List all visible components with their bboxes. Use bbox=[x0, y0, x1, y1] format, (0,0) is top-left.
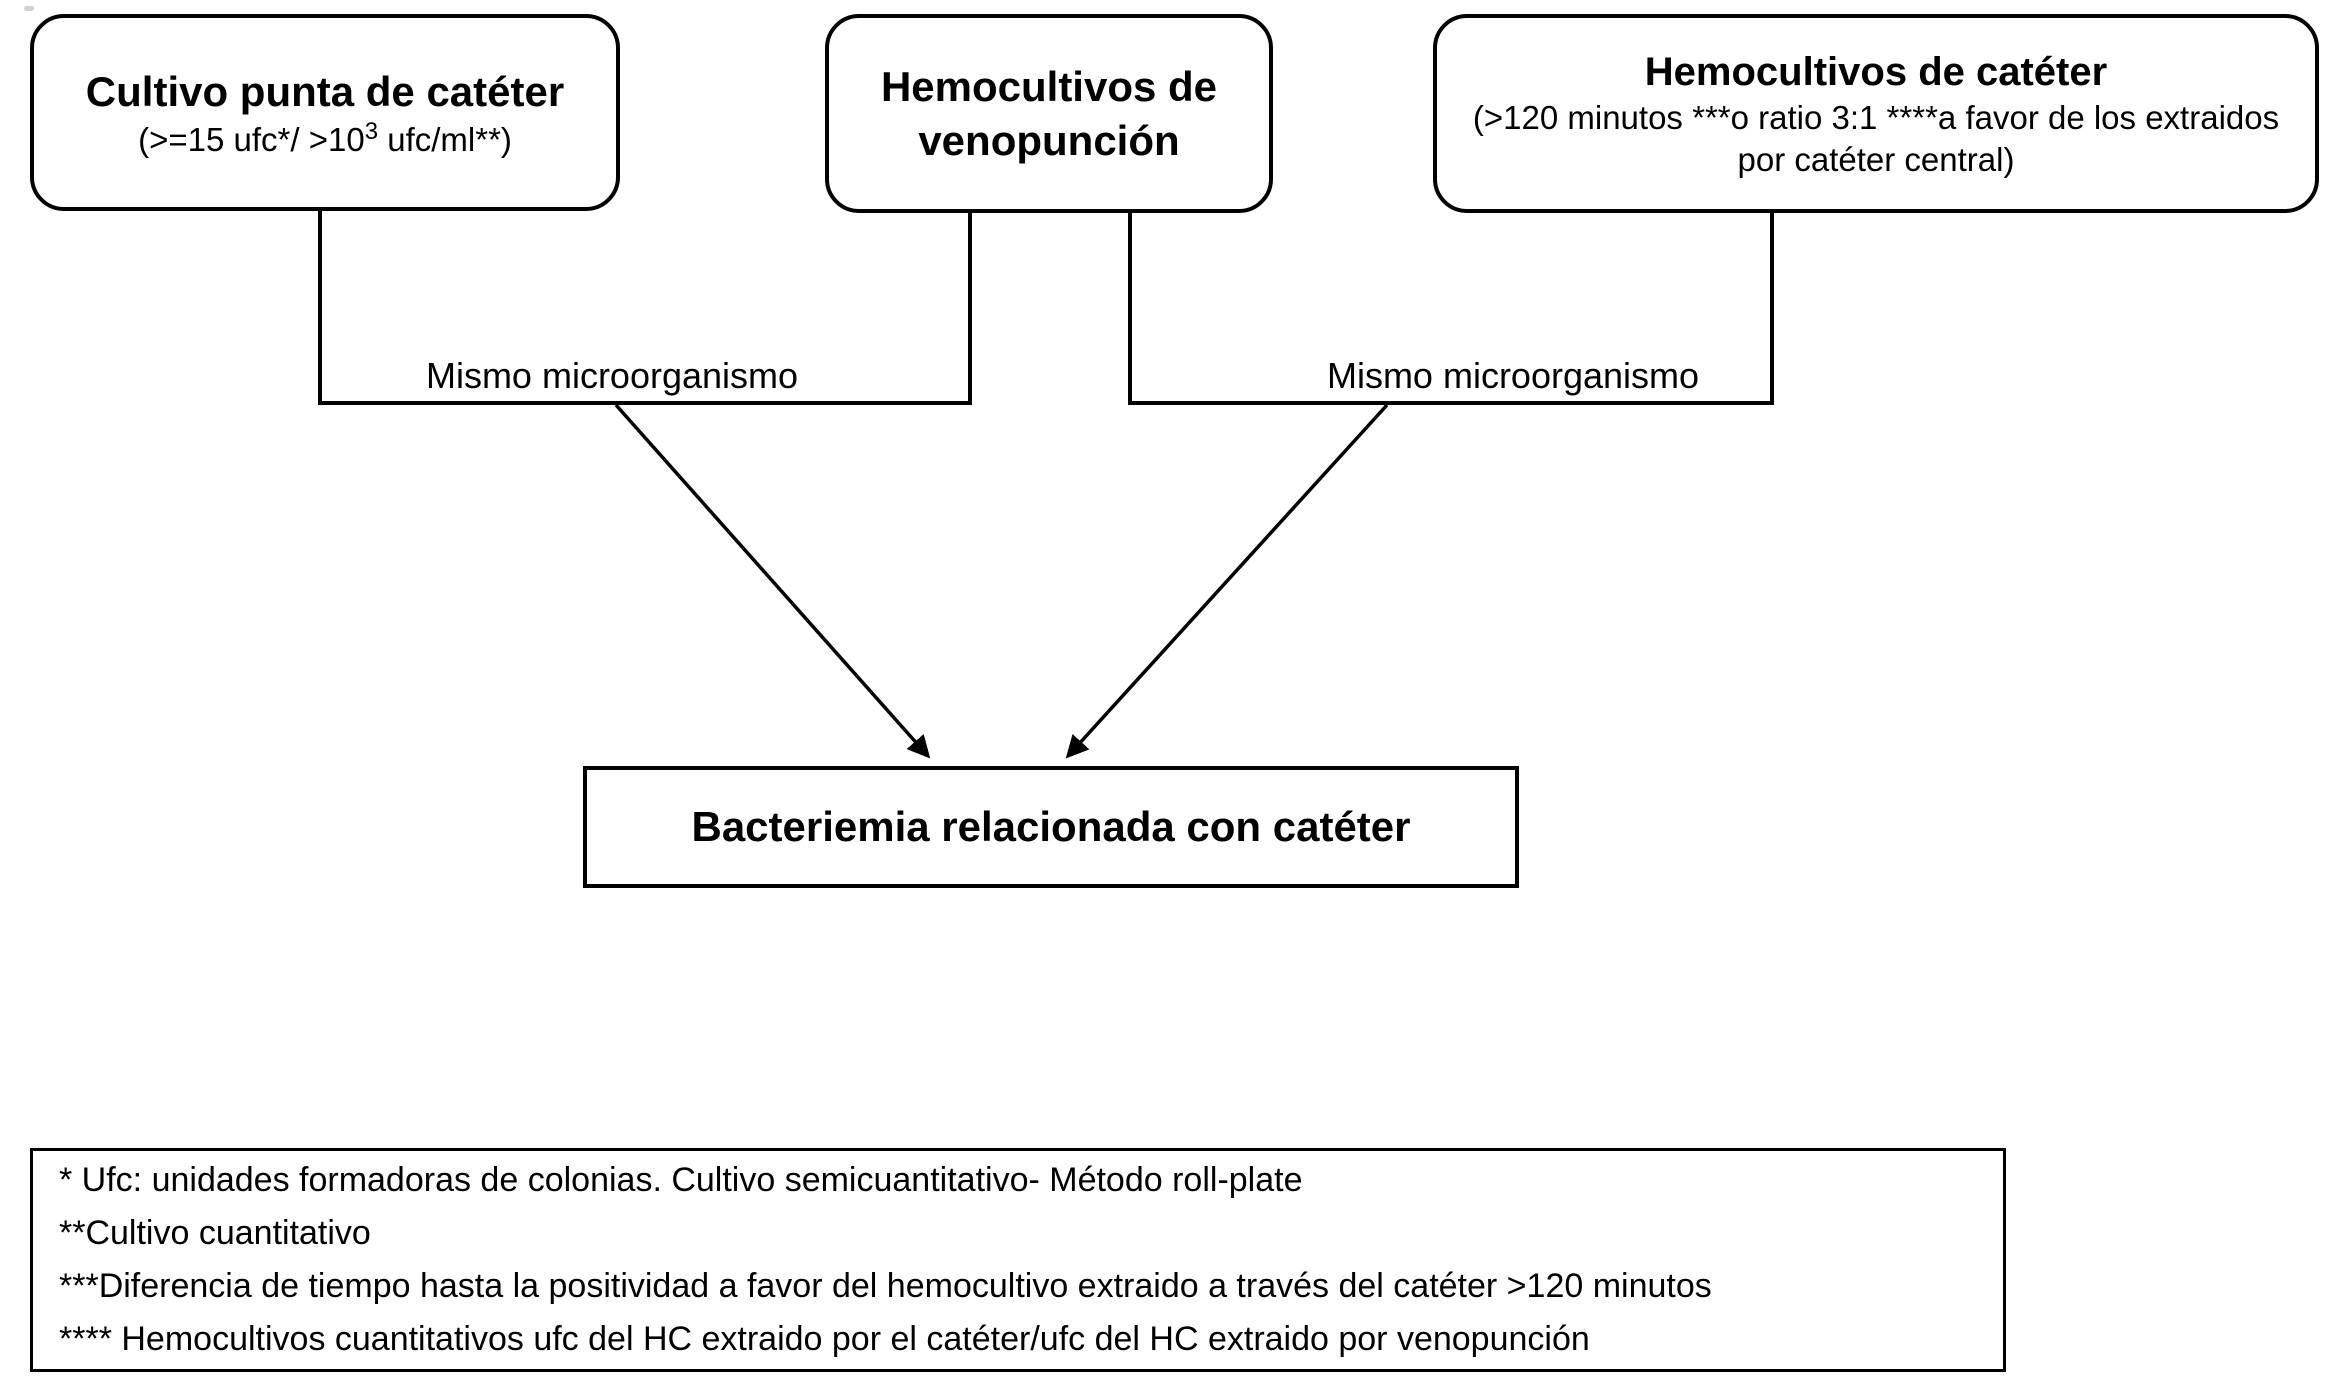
criteria-superscript: 3 bbox=[364, 117, 379, 145]
edge-label-same-microorganism-left: Mismo microorganismo bbox=[425, 355, 799, 396]
footnote-line-2: **Cultivo cuantitativo bbox=[59, 1214, 371, 1252]
arrow-right-to-outcome bbox=[1065, 403, 1389, 759]
footnote-box: * Ufc: unidades formadoras de colonias. … bbox=[30, 1148, 2006, 1372]
node-catheter-tip-culture-title: Cultivo punta de catéter bbox=[85, 67, 565, 115]
node-catheter-tip-culture-criteria: (>=15 ufc*/ >103 ufc/ml**) bbox=[138, 119, 512, 161]
arrow-left-to-outcome bbox=[614, 403, 931, 759]
scan-artifact-dot bbox=[24, 6, 34, 11]
node-venipuncture-blood-cultures-title: Hemocultivos de venopunción bbox=[880, 62, 1218, 164]
node-venipuncture-blood-cultures: Hemocultivos de venopunción bbox=[825, 14, 1273, 213]
criteria-prefix: (>=15 ufc*/ >10 bbox=[138, 120, 365, 158]
footnote-line-3: ***Diferencia de tiempo hasta la positiv… bbox=[59, 1267, 1712, 1305]
node-catheter-tip-culture: Cultivo punta de catéter (>=15 ufc*/ >10… bbox=[30, 14, 620, 211]
footnote-line-1: * Ufc: unidades formadoras de colonias. … bbox=[59, 1161, 1303, 1199]
node-catheter-blood-cultures-criteria: (>120 minutos ***o ratio 3:1 ****a favor… bbox=[1472, 98, 2280, 178]
node-outcome-bacteremia: Bacteriemia relacionada con catéter bbox=[583, 766, 1519, 888]
node-catheter-blood-cultures: Hemocultivos de catéter (>120 minutos **… bbox=[1433, 14, 2319, 213]
node-catheter-blood-cultures-title: Hemocultivos de catéter bbox=[1644, 49, 2108, 94]
footnote-line-4: **** Hemocultivos cuantitativos ufc del … bbox=[59, 1320, 1590, 1358]
criteria-suffix: ufc/ml**) bbox=[378, 120, 512, 158]
node-outcome-bacteremia-title: Bacteriemia relacionada con catéter bbox=[691, 803, 1411, 850]
edge-label-same-microorganism-right: Mismo microorganismo bbox=[1326, 355, 1700, 396]
